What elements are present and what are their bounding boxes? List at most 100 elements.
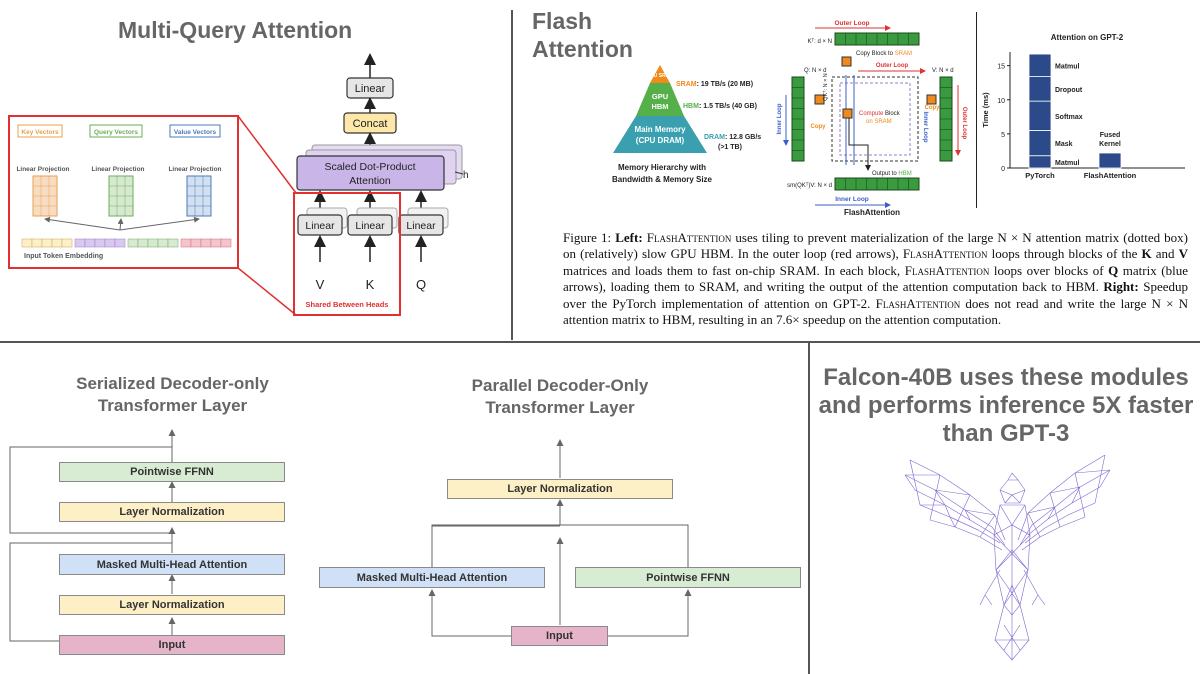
svg-text:DRAM: 12.8 GB/s: DRAM: 12.8 GB/s xyxy=(704,134,761,141)
chart-segment-label-3: Dropout xyxy=(1055,87,1083,94)
serial-layernorm-2-box: Layer Normalization xyxy=(59,502,285,522)
caption-p4: loops over blocks of xyxy=(989,262,1109,278)
serial-connectors xyxy=(9,429,176,642)
kt-label: Kᵀ: d × N xyxy=(808,38,832,45)
chart-bar-0-0 xyxy=(1028,155,1052,169)
chart-segment-label-1: Mask xyxy=(1055,141,1073,148)
chart-bar-0-1 xyxy=(1028,130,1052,157)
heads-h-label: h xyxy=(463,170,469,181)
concat-label: Concat xyxy=(353,118,388,130)
flashattention-label: FlashAttention xyxy=(844,208,900,217)
falcon-line1: Falcon-40B uses these modules xyxy=(823,364,1189,391)
hbm-spec-value: : 1.5 TB/s (40 GB) xyxy=(699,103,757,110)
chart-bar-0-4 xyxy=(1028,53,1052,77)
copy-label-right: Copy xyxy=(925,105,941,111)
sdpa-label-line1: Scaled Dot-Product xyxy=(324,161,415,173)
compute-label: Compute xyxy=(859,111,884,117)
chart-y-tick-label-3: 15 xyxy=(997,64,1005,71)
pyramid-gpu-hbm-1: GPU xyxy=(652,92,668,101)
caption-p3: matrices and loads them to fast on-chip … xyxy=(563,262,905,278)
linear-projection-label-3: Linear Projection xyxy=(168,166,221,173)
falcon-line3: than GPT-3 xyxy=(942,420,1070,447)
chart-y-tick-label-2: 10 xyxy=(997,98,1005,105)
caption-v: V xyxy=(1178,246,1188,262)
block-label: Block xyxy=(883,111,900,117)
sm-label: sm(QKᵀ)V: N × d xyxy=(787,182,832,189)
caption-and: and xyxy=(1151,246,1179,262)
flash-title-line1: Flash xyxy=(532,8,593,34)
v-sram-block xyxy=(926,94,937,105)
copy-label-left: Copy xyxy=(811,124,827,130)
pyramid-main-mem-1: Main Memory xyxy=(634,125,686,134)
chart-y-tick-label-0: 0 xyxy=(1001,166,1005,173)
mqa-output-linear-label: Linear xyxy=(355,83,386,95)
caption-p7: does not read and write the large N × N … xyxy=(563,295,1188,328)
pyramid-gpu-hbm-2: HBM xyxy=(651,102,668,111)
chart-y-tick-label-1: 5 xyxy=(1001,132,1005,139)
dram-spec-label: DRAM xyxy=(704,134,725,141)
query-vectors-label: Query Vectors xyxy=(94,129,138,136)
output-to-label: Output to xyxy=(872,171,898,177)
parallel-title-line2: Transformer Layer xyxy=(485,398,635,417)
value-projection-grid xyxy=(186,175,212,217)
chart-segment-label-4: Matmul xyxy=(1055,63,1080,70)
serial-input-box: Input xyxy=(59,635,285,655)
chart-bar-0-3 xyxy=(1028,76,1052,102)
caption-flash-1: FlashAttention xyxy=(646,230,732,245)
input-v-label: V xyxy=(316,277,325,292)
output-matrix xyxy=(834,177,920,191)
divider-vertical-bottom xyxy=(808,343,810,674)
on-sram-label: on SRAM xyxy=(866,119,892,125)
input-token-embedding-label: Input Token Embedding xyxy=(24,253,103,260)
flash-figure-caption: Figure 1: Left: FlashAttention uses tili… xyxy=(563,230,1188,328)
pyramid-caption-2: Bandwidth & Memory Size xyxy=(612,175,713,184)
dram-spec-value-2: (>1 TB) xyxy=(718,144,742,151)
falcon-line2: and performs inference 5X faster xyxy=(818,392,1194,419)
chart-bar-0-2 xyxy=(1028,100,1052,131)
mqa-title: Multi-Query Attention xyxy=(118,17,353,43)
svg-text:Output to HBM: Output to HBM xyxy=(872,171,912,177)
key-vectors-label: Key Vectors xyxy=(21,129,59,136)
caption-flash-2: FlashAttention xyxy=(902,246,988,262)
linear-projection-label-1: Linear Projection xyxy=(16,166,69,173)
svg-text:Compute Block: Compute Block xyxy=(859,111,901,117)
linear-q-label: Linear xyxy=(406,220,436,232)
serial-title-line1: Serialized Decoder-only xyxy=(76,374,269,393)
q-matrix xyxy=(791,76,805,162)
q-sram-block xyxy=(814,94,825,105)
divider-vertical-top xyxy=(511,10,513,340)
outer-loop-right: Outer Loop xyxy=(961,107,967,140)
shared-heads-label: Shared Between Heads xyxy=(306,300,389,309)
pyramid-caption-1: Memory Hierarchy with xyxy=(618,163,706,172)
input-token-embedding xyxy=(21,238,232,248)
svg-text:SRAM: 19 TB/s (20 MB): SRAM: 19 TB/s (20 MB) xyxy=(676,81,753,88)
pyramid-main-mem-2: (CPU DRAM) xyxy=(636,136,685,145)
serial-title-line2: Transformer Layer xyxy=(97,396,248,415)
mqa-diagram: Key Vectors Query Vectors Value Vectors … xyxy=(8,53,469,316)
caption-p2: loops through blocks of the xyxy=(987,246,1142,262)
shared-heads-frame xyxy=(293,192,401,316)
outer-loop-top: Outer Loop xyxy=(834,20,869,27)
output-hbm-label: HBM xyxy=(898,171,911,177)
kt-sram-block xyxy=(841,56,852,67)
dram-spec-value: : 12.8 GB/s xyxy=(725,134,761,141)
input-q-label: Q xyxy=(416,277,426,292)
kt-matrix xyxy=(834,32,920,46)
chart-fused-label-1: Fused xyxy=(1100,132,1121,139)
copy-block-sram: SRAM xyxy=(895,51,912,57)
caption-p6: Speedup over the PyTorch implementation … xyxy=(563,279,1188,311)
outer-loop-mid: Outer Loop xyxy=(876,63,909,69)
key-projection-grid xyxy=(32,175,58,217)
q-label: Q: N × d xyxy=(804,68,827,74)
inner-loop-right: Inner Loop xyxy=(922,112,928,143)
caption-flash-4: FlashAttention xyxy=(875,295,961,311)
flash-diagram: GPU SRAM GPU HBM Main Memory (CPU DRAM) … xyxy=(612,20,967,217)
chart-x-label-0: PyTorch xyxy=(1025,171,1055,180)
parallel-input-box: Input xyxy=(511,626,608,646)
hbm-spec-label: HBM xyxy=(683,103,699,110)
input-k-label: K xyxy=(366,277,375,292)
pyramid-gpu-sram: GPU SRAM xyxy=(647,73,674,79)
chart-title: Attention on GPT-2 xyxy=(1051,33,1124,42)
parallel-ffnn-box: Pointwise FFNN xyxy=(575,567,801,588)
caption-q: Q xyxy=(1108,262,1119,278)
